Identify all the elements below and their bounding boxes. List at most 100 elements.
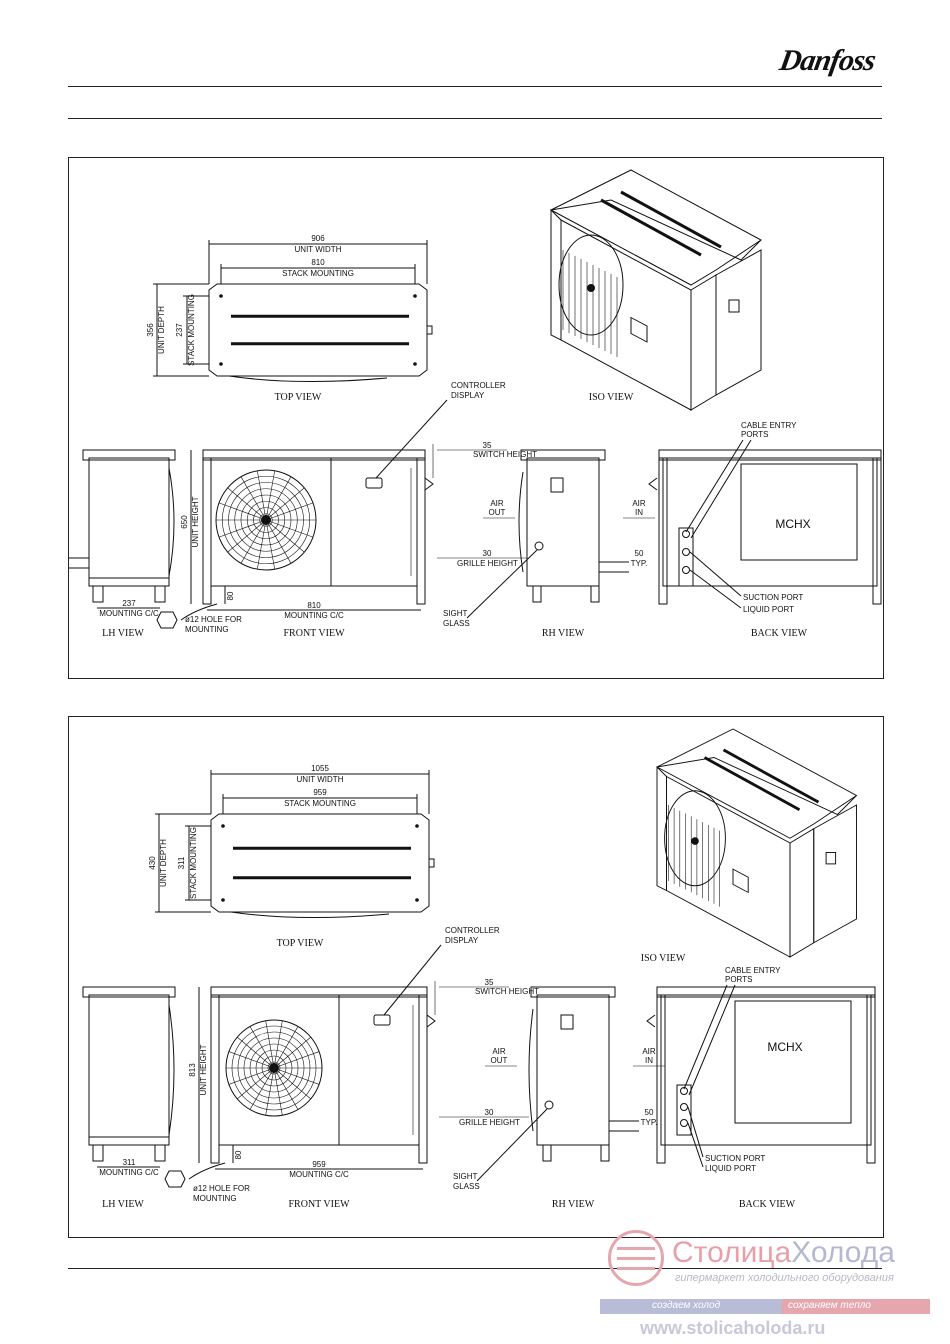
sight-label-1: SIGHT — [443, 609, 468, 618]
front-view-label: FRONT VIEW — [283, 628, 345, 639]
watermark-name-2: Холода — [791, 1236, 895, 1269]
port — [682, 548, 690, 556]
suction-port-label: SUCTION PORT — [705, 1154, 765, 1163]
sight-label-2: GLASS — [443, 619, 470, 628]
stack-mounting-vertical-label: STACK MOUNTING — [189, 827, 198, 899]
mounting-hole — [221, 824, 225, 828]
unit-depth-label: UNIT DEPTH — [159, 839, 168, 887]
iso-top — [656, 728, 858, 816]
depth-dimension: 430 — [148, 856, 157, 870]
typ-label: TYP. — [641, 1118, 658, 1127]
hole-label-1: ø12 HOLE FOR — [185, 615, 242, 624]
width-dimension: 1055 — [311, 764, 329, 773]
lh-cc-dimension: 311 — [123, 1158, 136, 1167]
unit-height-label: UNIT HEIGHT — [199, 1044, 208, 1095]
stack-mounting-label: STACK MOUNTING — [282, 269, 354, 278]
iso-side — [690, 274, 717, 411]
unit-depth-label: UNIT DEPTH — [157, 306, 166, 354]
watermark-tagline: гипермаркет холодильного оборудования — [675, 1272, 894, 1284]
sight-glass — [544, 1100, 554, 1110]
watermark-title: СтолицаХолода — [672, 1236, 895, 1270]
air-out-label-2: OUT — [491, 1056, 508, 1065]
mchx-label: MCHX — [775, 517, 810, 531]
top-view-fan-edge — [228, 375, 388, 383]
sight-glass — [534, 541, 544, 551]
stack-width-dimension: 959 — [313, 788, 327, 797]
controller-label-2: DISPLAY — [445, 936, 479, 945]
iso-fan — [664, 790, 726, 887]
stack-mounting-vertical-label: STACK MOUNTING — [187, 294, 196, 366]
fan-hub — [261, 515, 271, 525]
port — [680, 1087, 688, 1095]
grille-height-label: GRILLE HEIGHT — [459, 1118, 520, 1127]
lh-mounting-label: MOUNTING C/C — [99, 1168, 159, 1177]
unit-width-label: UNIT WIDTH — [295, 245, 342, 254]
top-view-label: TOP VIEW — [277, 938, 324, 949]
fan-hub — [269, 1063, 279, 1073]
top-view-body — [208, 283, 428, 377]
liquid-port-label: LIQUID PORT — [705, 1164, 756, 1173]
mchx-label: MCHX — [767, 1040, 802, 1054]
grille-dimension: 30 — [483, 549, 492, 558]
top-view-label: TOP VIEW — [275, 392, 322, 403]
mounting-hole — [221, 898, 225, 902]
sight-label-2: GLASS — [453, 1182, 480, 1191]
footer-rule — [68, 1268, 882, 1269]
watermark-bar: создаем холод сохраняем тепло — [600, 1299, 930, 1314]
air-in-label-1: AIR — [632, 499, 646, 508]
hole-label-2: MOUNTING — [193, 1194, 237, 1203]
hole-label-1: ø12 HOLE FOR — [193, 1184, 250, 1193]
controller-label-2: DISPLAY — [451, 391, 485, 400]
air-in-label-1: AIR — [642, 1047, 656, 1056]
mounting-cc-dimension: 810 — [307, 601, 321, 610]
foot-dimension: 80 — [234, 1150, 243, 1159]
depth-dimension: 356 — [146, 323, 155, 337]
stack-mounting-label: STACK MOUNTING — [284, 799, 356, 808]
foot-dimension: 80 — [226, 591, 235, 600]
grille-dimension: 30 — [485, 1108, 494, 1117]
cable-entry-label-2: PORTS — [741, 430, 768, 439]
header-rule-top — [68, 86, 882, 87]
mounting-hole — [415, 898, 419, 902]
mounting-hole-icon — [164, 1170, 186, 1188]
stack-depth-dimension: 237 — [175, 323, 184, 337]
mounting-hole — [219, 362, 223, 366]
rh-view-label: RH VIEW — [542, 628, 585, 639]
width-dimension: 906 — [311, 234, 325, 243]
air-in-label-2: IN — [645, 1056, 653, 1065]
mounting-cc-label: MOUNTING C/C — [284, 611, 344, 620]
air-out-label-1: AIR — [492, 1047, 506, 1056]
height-dimension: 650 — [180, 515, 189, 529]
port — [680, 1103, 688, 1111]
iso-side — [789, 827, 815, 958]
lh-mounting-label: MOUNTING C/C — [99, 609, 159, 618]
lh-view-label: LH VIEW — [102, 1199, 144, 1210]
stack-depth-dimension: 311 — [177, 856, 186, 869]
watermark-bar-right: сохраняем тепло — [788, 1300, 871, 1311]
back-view-label: BACK VIEW — [751, 628, 808, 639]
watermark-name-1: Столица — [672, 1236, 792, 1269]
liquid-port-label: LIQUID PORT — [743, 605, 794, 614]
typ-dimension: 50 — [645, 1108, 654, 1117]
watermark-url[interactable]: www.stolicaholoda.ru — [640, 1318, 826, 1338]
danfoss-logo: Danfoss — [777, 44, 878, 77]
iso-view — [550, 169, 762, 411]
typ-dimension: 50 — [635, 549, 644, 558]
typ-label: TYP. — [631, 559, 648, 568]
iso-front — [560, 219, 692, 411]
lh-cc-dimension: 237 — [122, 599, 136, 608]
mounting-hole — [415, 824, 419, 828]
mounting-hole — [413, 294, 417, 298]
unit-height-label: UNIT HEIGHT — [191, 496, 200, 547]
unit-width-label: UNIT WIDTH — [297, 775, 344, 784]
switch-height-label: SWITCH HEIGHT — [475, 987, 539, 996]
iso-fan — [558, 234, 624, 336]
front-view-label: FRONT VIEW — [288, 1199, 350, 1210]
top-view-body — [210, 813, 430, 913]
hole-label-2: MOUNTING — [185, 625, 229, 634]
iso-view-label: ISO VIEW — [641, 953, 686, 964]
